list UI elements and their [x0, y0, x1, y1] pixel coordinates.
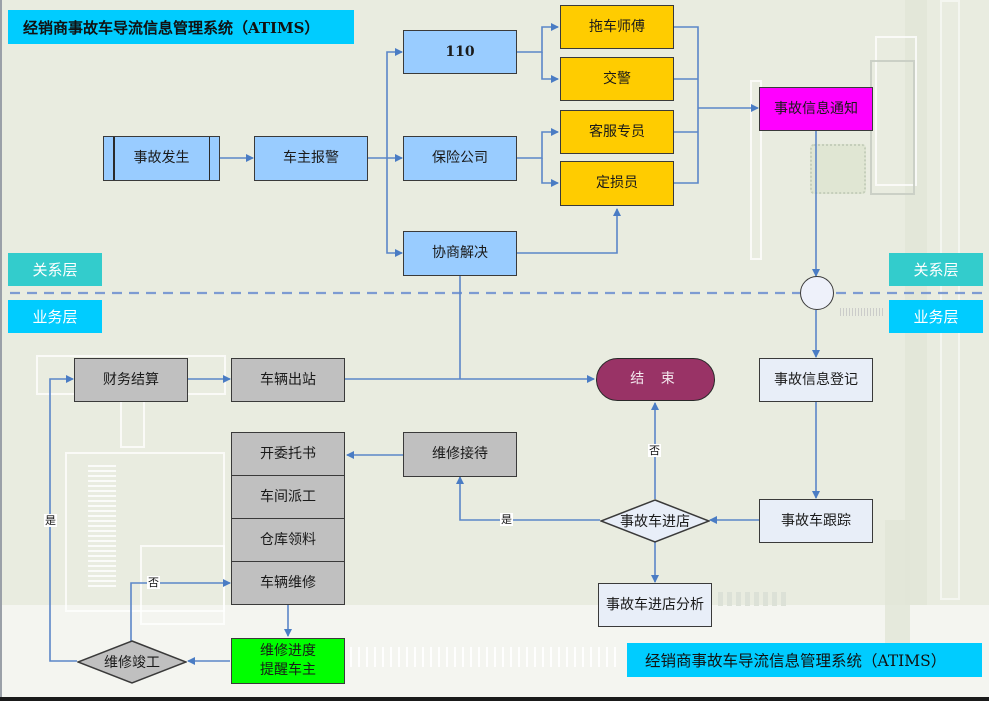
decision-diamond-shape — [77, 640, 187, 684]
work-step-parts-pickup[interactable]: 仓库领料 — [231, 518, 345, 562]
relation-layer-tag-right: 关系层 — [889, 253, 983, 286]
police-110-label: 110 — [445, 43, 475, 60]
edge-report-to-110 — [386, 48, 403, 158]
repair-reception-node[interactable]: 维修接待 — [403, 432, 517, 477]
work-step-create-order[interactable]: 开委托书 — [231, 432, 345, 476]
tow-driver-node[interactable]: 拖车师傅 — [560, 5, 674, 49]
end-terminal[interactable]: 结 束 — [596, 358, 715, 401]
finance-settlement-label: 财务结算 — [103, 371, 159, 388]
work-step-dispatch[interactable]: 车间派工 — [231, 475, 345, 519]
accident-occurs-label: 事故发生 — [133, 150, 190, 167]
accident-notice-node[interactable]: 事故信息通知 — [759, 87, 873, 131]
left-border — [0, 0, 2, 701]
loss-assessor-label: 定损员 — [596, 175, 638, 192]
negotiate-label: 协商解决 — [432, 245, 488, 262]
customer-service-label: 客服专员 — [589, 123, 645, 140]
repair-done-decision[interactable]: 维修竣工 — [77, 640, 187, 684]
edge-insurance-to-cs — [517, 128, 559, 159]
finance-settlement-node[interactable]: 财务结算 — [74, 358, 188, 402]
progress-reminder-node[interactable]: 维修进度 提醒车主 — [231, 638, 345, 684]
owner-reports-node[interactable]: 车主报警 — [254, 136, 368, 181]
progress-reminder-line1: 维修进度 — [260, 643, 316, 660]
negotiate-node[interactable]: 协商解决 — [403, 231, 517, 276]
enter-shop-analysis-label: 事故车进店分析 — [606, 596, 704, 613]
accident-register-label: 事故信息登记 — [774, 371, 858, 388]
loss-assessor-node[interactable]: 定损员 — [560, 161, 674, 206]
bottom-border — [0, 697, 989, 701]
title-banner: 经销商事故车导流信息管理系统（ATIMS） — [8, 10, 354, 44]
edge-label-yes-enter-shop: 是 — [500, 513, 513, 526]
background-deco — [65, 452, 225, 612]
business-layer-tag-left: 业务层 — [8, 300, 102, 333]
edge-report-to-negotiate — [386, 158, 403, 257]
owner-reports-label: 车主报警 — [283, 150, 339, 167]
end-label: 结 束 — [630, 371, 681, 388]
background-deco — [718, 592, 788, 606]
repair-reception-label: 维修接待 — [432, 446, 488, 463]
decision-diamond-shape — [600, 499, 710, 543]
insurance-company-label: 保险公司 — [432, 150, 488, 167]
vehicle-exit-label: 车辆出站 — [260, 371, 316, 388]
accident-occurs-node[interactable]: 事故发生 — [103, 136, 220, 181]
insurance-company-node[interactable]: 保险公司 — [403, 136, 517, 181]
edge-label-yes-repair-done: 是 — [44, 514, 57, 527]
edge-label-no-enter-shop: 否 — [648, 444, 661, 457]
edge-done-to-repair — [130, 579, 231, 642]
accident-tracking-node[interactable]: 事故车跟踪 — [759, 499, 873, 543]
edge-decision-to-reception — [456, 476, 600, 521]
footer-title-text: 经销商事故车导流信息管理系统（ATIMS） — [645, 652, 947, 670]
work-step-vehicle-repair[interactable]: 车辆维修 — [231, 561, 345, 605]
work-step-label: 开委托书 — [260, 445, 316, 462]
customer-service-node[interactable]: 客服专员 — [560, 110, 674, 154]
enter-shop-analysis-node[interactable]: 事故车进店分析 — [598, 583, 712, 627]
background-deco — [840, 308, 885, 316]
traffic-police-node[interactable]: 交警 — [560, 57, 674, 101]
accident-register-node[interactable]: 事故信息登记 — [759, 358, 873, 402]
tow-driver-label: 拖车师傅 — [589, 18, 645, 35]
enter-shop-decision-label: 事故车进店 — [620, 514, 690, 530]
edge-negotiate-to-assessor — [517, 208, 621, 254]
footer-title-banner: 经销商事故车导流信息管理系统（ATIMS） — [627, 643, 982, 677]
edge-label-no-repair-done: 否 — [147, 576, 160, 589]
edge-insurance-to-assessor — [541, 158, 559, 187]
business-layer-tag-right: 业务层 — [889, 300, 983, 333]
title-text: 经销商事故车导流信息管理系统（ATIMS） — [23, 18, 320, 37]
background-deco — [810, 144, 866, 194]
police-110-node[interactable]: 110 — [403, 30, 517, 74]
edge-110-to-police — [541, 52, 559, 83]
progress-reminder-line2: 提醒车主 — [260, 662, 316, 678]
background-deco — [88, 465, 116, 590]
background-deco — [750, 80, 762, 260]
relation-layer-tag-left: 关系层 — [8, 253, 102, 286]
work-step-label: 车辆维修 — [260, 574, 316, 591]
edge-parties-merge — [673, 26, 699, 184]
background-deco — [875, 36, 917, 186]
enter-shop-decision[interactable]: 事故车进店 — [600, 499, 710, 543]
work-step-label: 仓库领料 — [260, 531, 316, 548]
accident-tracking-label: 事故车跟踪 — [781, 512, 851, 529]
edge-110-to-tow — [517, 23, 559, 53]
accident-notice-label: 事故信息通知 — [774, 100, 858, 117]
background-deco — [350, 647, 620, 667]
layer-connector-circle — [800, 276, 834, 310]
work-step-label: 车间派工 — [260, 488, 316, 505]
vehicle-exit-node[interactable]: 车辆出站 — [231, 358, 345, 402]
traffic-police-label: 交警 — [603, 70, 631, 87]
repair-done-decision-label: 维修竣工 — [104, 655, 160, 671]
